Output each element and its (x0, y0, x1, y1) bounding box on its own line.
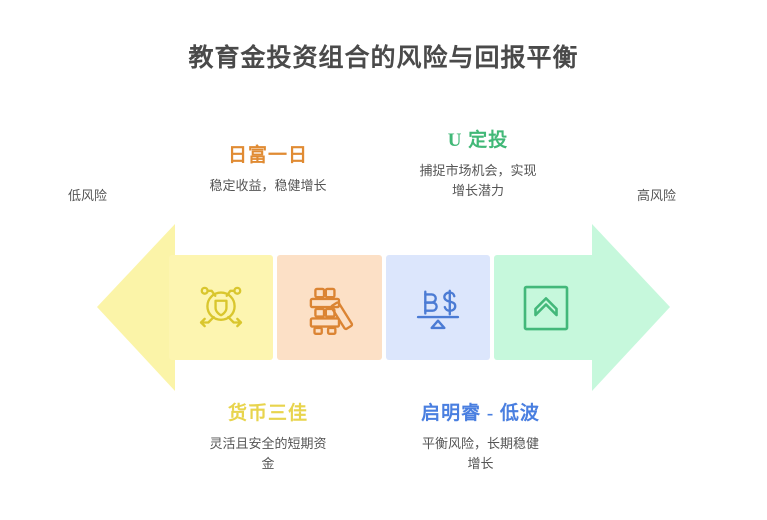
left-arrowhead (97, 224, 175, 391)
product-boxes (169, 255, 598, 360)
caption-desc-riyifuri: 稳定收益，稳健增长 (209, 178, 327, 193)
caption-udingtou: U 定投 捕捉市场机会，实现 增长潜力 (378, 125, 578, 201)
caption-huobisanjia: 货币三佳 灵活且安全的短期资 金 (168, 398, 368, 474)
caption-riyifuri: 日富一日 稳定收益，稳健增长 (168, 140, 368, 196)
shield-network-icon (192, 279, 250, 337)
risk-spectrum-arrow (0, 224, 767, 391)
product-box-huobisanjia[interactable] (169, 255, 274, 360)
caption-qimingrui: 启明睿 - 低波 平衡风险，长期稳健 增长 (373, 398, 588, 474)
page-title: 教育金投资组合的风险与回报平衡 (188, 45, 579, 72)
product-box-udingtou[interactable] (493, 255, 598, 360)
caption-name-huobisanjia: 货币三佳 (227, 403, 308, 424)
block-tower-icon (300, 279, 358, 337)
high-risk-label: 高风险 (637, 188, 677, 203)
caption-name-riyifuri: 日富一日 (227, 145, 308, 166)
upward-chevron-icon (518, 280, 574, 336)
caption-desc-qimingrui: 平衡风险，长期稳健 增长 (421, 436, 539, 472)
caption-desc-udingtou: 捕捉市场机会，实现 增长潜力 (419, 163, 537, 199)
caption-name-udingtou: U 定投 (447, 130, 509, 151)
product-box-qimingrui[interactable] (385, 255, 490, 360)
product-box-riyifuri[interactable] (277, 255, 382, 360)
balance-scale-icon (409, 279, 467, 337)
low-risk-label: 低风险 (68, 188, 108, 203)
caption-desc-huobisanjia: 灵活且安全的短期资 金 (209, 436, 327, 472)
caption-name-qimingrui: 启明睿 - 低波 (421, 403, 540, 424)
right-arrowhead (592, 224, 670, 391)
